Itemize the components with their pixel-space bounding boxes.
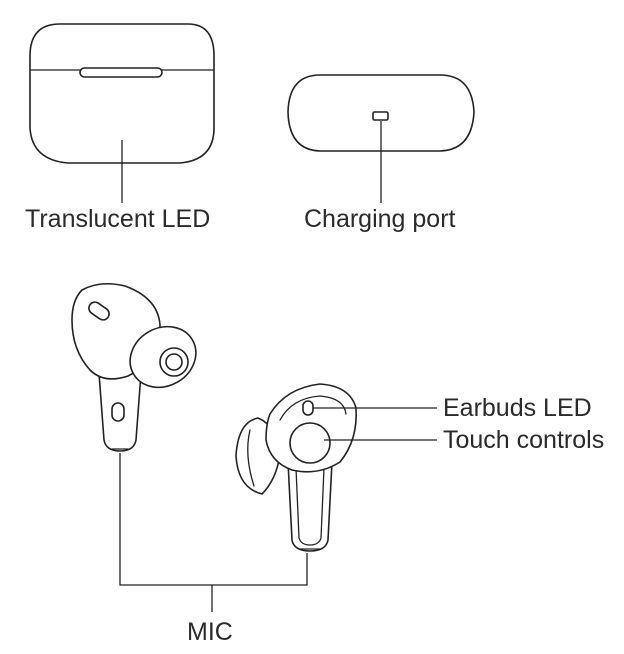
translucent-led-icon xyxy=(79,67,163,78)
left-earbud xyxy=(71,282,197,452)
touch-controls-icon xyxy=(289,422,331,464)
translucent-led-label: Translucent LED xyxy=(25,205,210,233)
charging-case-bottom xyxy=(287,74,475,152)
charging-port-icon xyxy=(372,111,389,121)
left-earbud-button-icon xyxy=(111,402,125,422)
charging-case-front xyxy=(29,23,215,164)
left-earbud-sensor-icon xyxy=(88,301,110,321)
charging-port-label: Charging port xyxy=(304,205,456,233)
right-earbud xyxy=(235,383,357,552)
earbuds-led-icon xyxy=(302,400,314,416)
mic-label: MIC xyxy=(187,618,233,646)
touch-controls-label: Touch controls xyxy=(443,426,604,454)
earbuds-led-label: Earbuds LED xyxy=(443,394,592,422)
mic-bracket xyxy=(119,453,308,612)
